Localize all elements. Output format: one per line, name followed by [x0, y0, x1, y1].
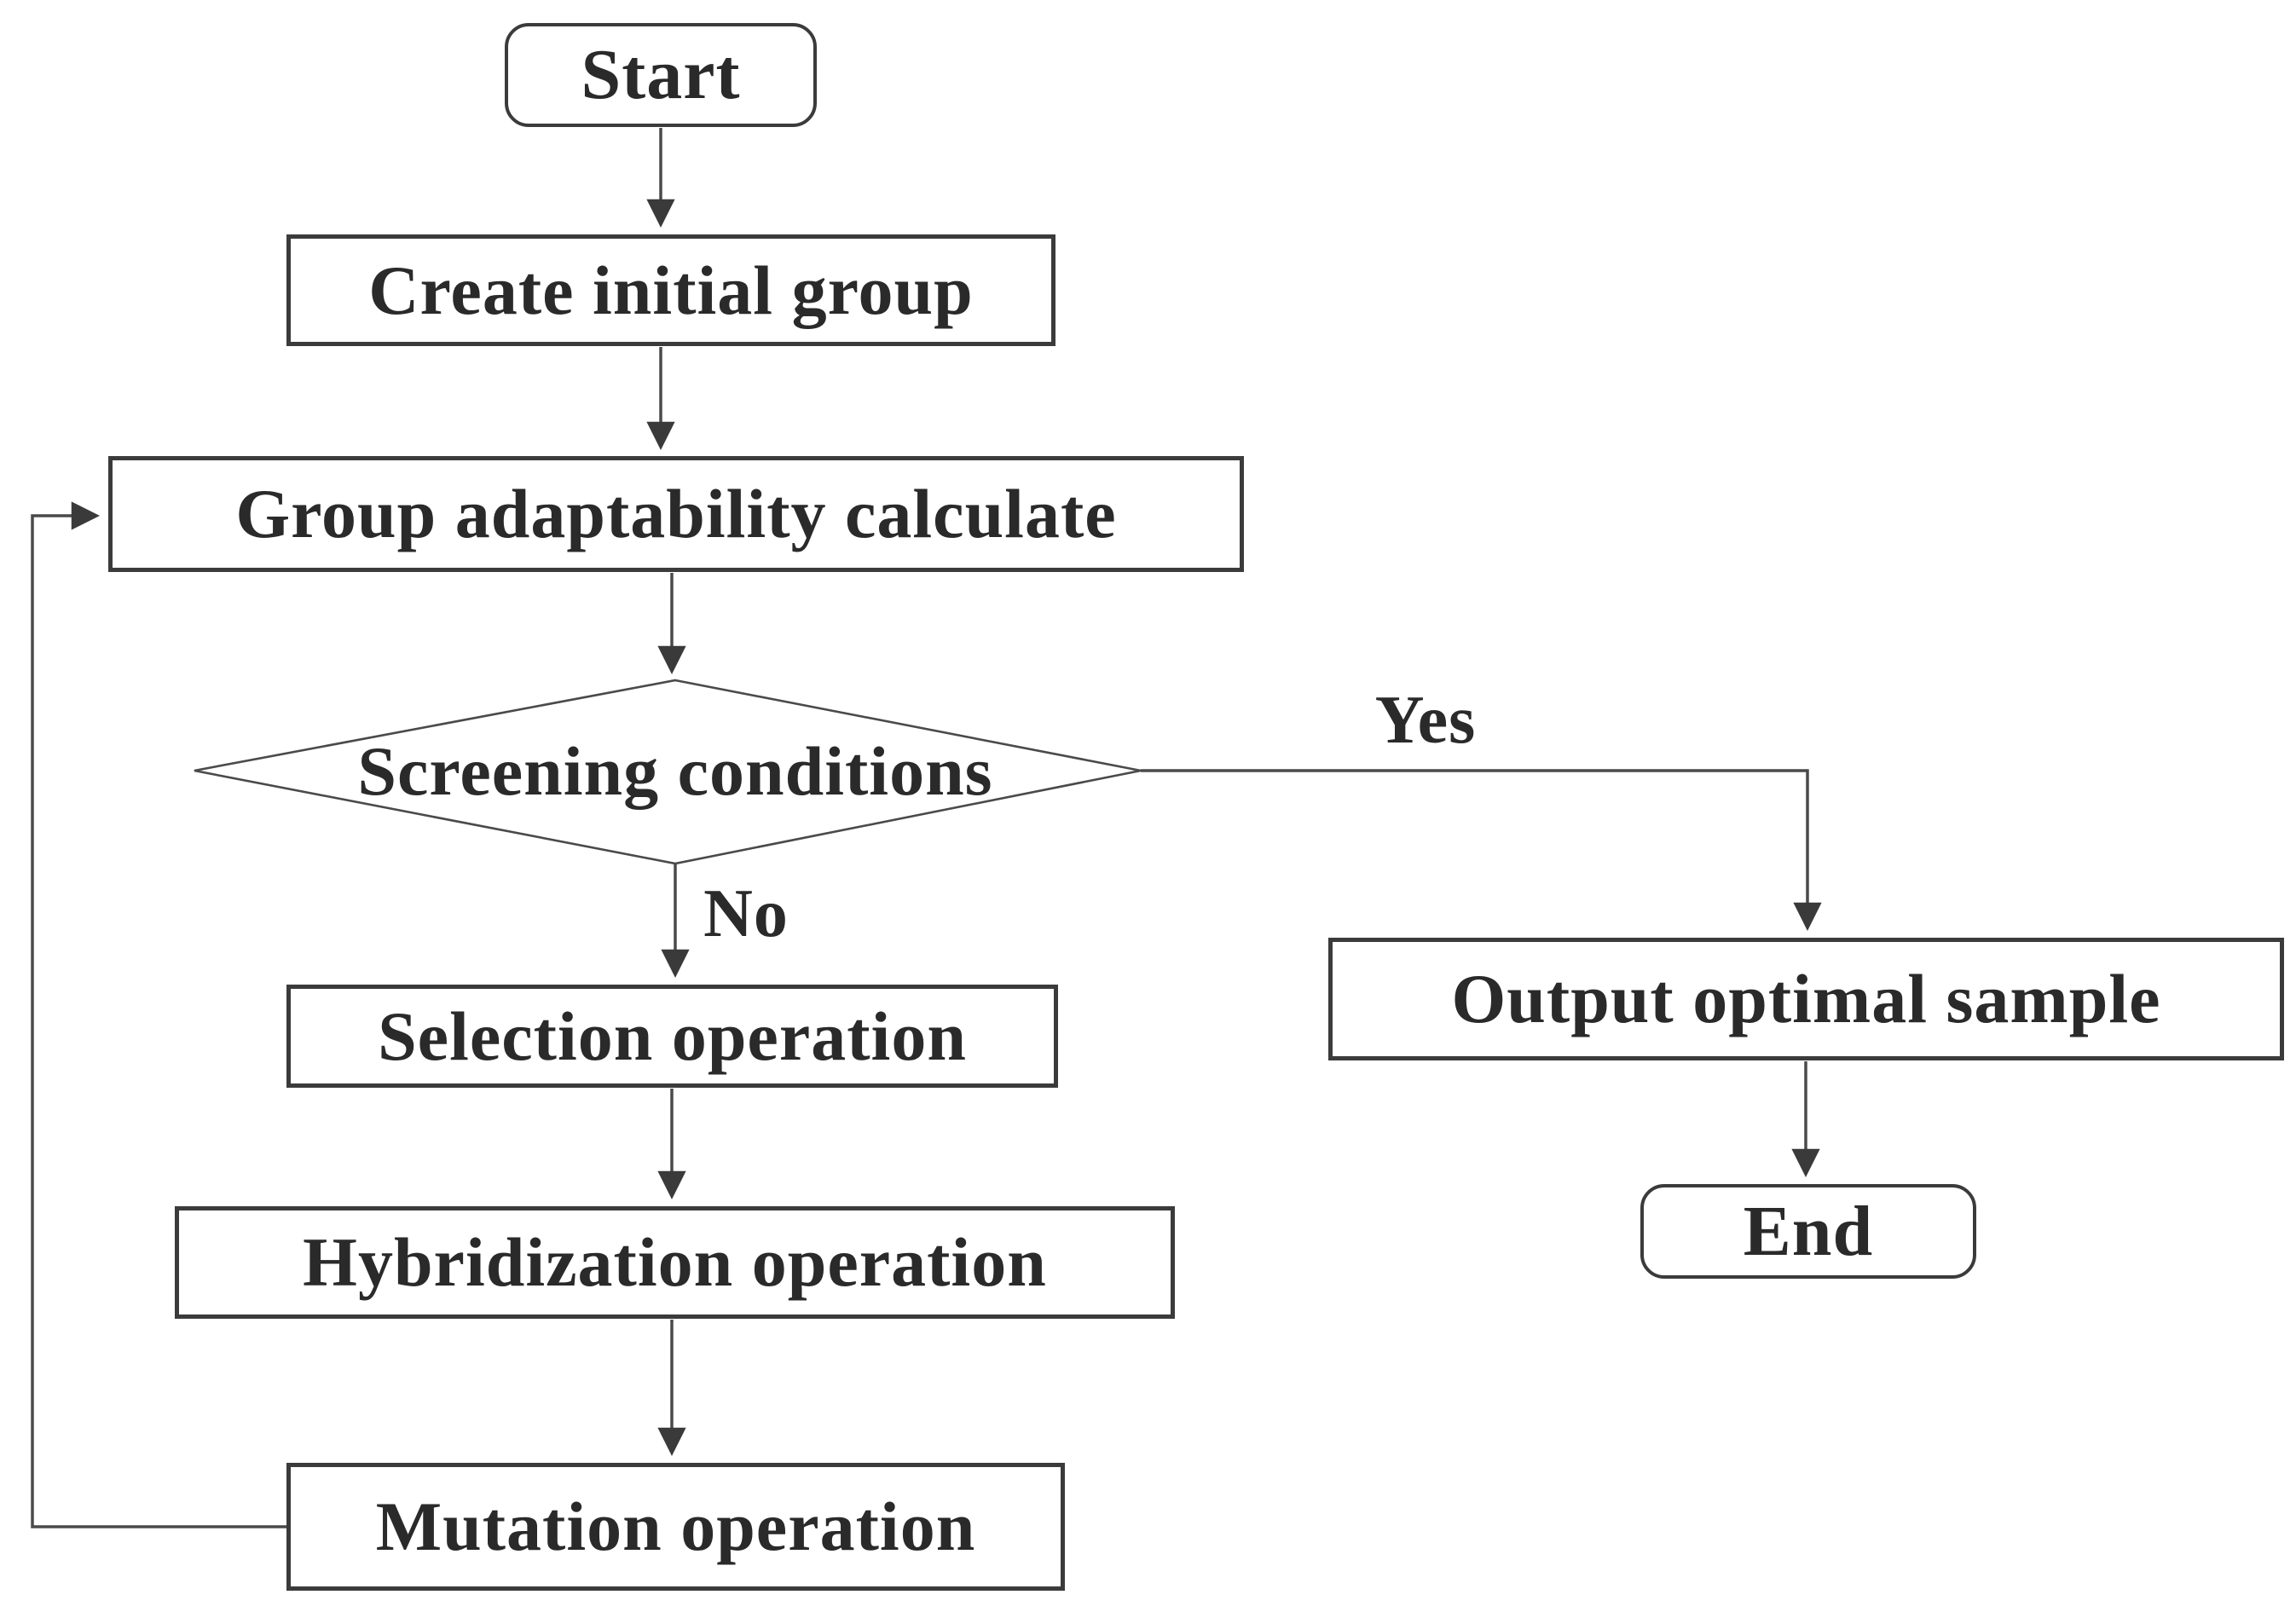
- edge-decision-yes-to-output: [1141, 769, 1822, 931]
- flow-node-create-initial-group: Create initial group: [286, 234, 1055, 346]
- flow-node-mutation-operation: Mutation operation: [286, 1463, 1065, 1591]
- edge-label-no: No: [703, 876, 789, 951]
- edge-label-yes: Yes: [1374, 683, 1477, 758]
- flow-node-hybridization-operation: Hybridization operation: [175, 1206, 1175, 1319]
- flow-node-screening-conditions: Screening conditions: [357, 732, 993, 810]
- edge-mutation-loop-to-adapt: [31, 501, 286, 1528]
- flow-node-end: End: [1640, 1184, 1976, 1279]
- flow-node-output-optimal-sample: Output optimal sample: [1328, 938, 2284, 1060]
- flow-node-start: Start: [505, 23, 817, 127]
- flow-node-group-adaptability-calculate: Group adaptability calculate: [108, 456, 1244, 572]
- flow-node-selection-operation: Selection operation: [286, 985, 1058, 1088]
